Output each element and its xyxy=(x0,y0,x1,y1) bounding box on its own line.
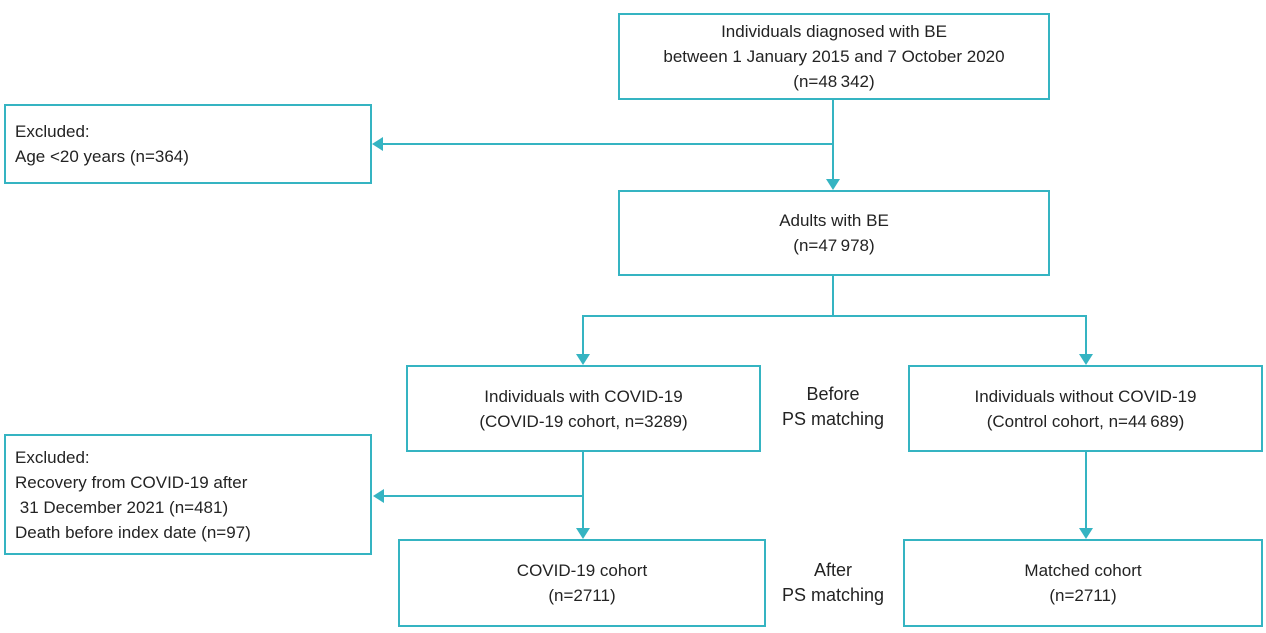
arrow-left-icon xyxy=(373,489,384,503)
box-line: (n=2711) xyxy=(548,586,616,605)
connector-control-to-matched xyxy=(1085,452,1087,528)
box-line: Adults with BE xyxy=(779,211,889,230)
box-line: (COVID-19 cohort, n=3289) xyxy=(479,411,688,431)
box-line: Excluded: xyxy=(15,122,90,141)
box-covid-cohort-after: COVID-19 cohort (n=2711) xyxy=(398,539,766,627)
box-line: (n=47 978) xyxy=(793,236,875,255)
label-before-ps-matching: Before PS matching xyxy=(758,382,908,432)
label-line: PS matching xyxy=(781,585,885,605)
box-line: (n=48 342) xyxy=(793,72,875,91)
label-line: PS matching xyxy=(781,409,885,429)
box-excluded-age: Excluded: Age <20 years (n=364) xyxy=(4,104,372,184)
box-line: 31 December 2021 (n=481) xyxy=(15,497,229,517)
arrow-down-icon xyxy=(826,179,840,190)
box-control-cohort-before: Individuals without COVID-19 (Control co… xyxy=(908,365,1263,452)
label-line: After xyxy=(813,560,852,580)
box-line: Individuals with COVID-19 xyxy=(484,386,683,406)
arrow-down-icon xyxy=(1079,354,1093,365)
box-line: Individuals without COVID-19 xyxy=(974,386,1197,406)
box-line: Matched cohort xyxy=(1024,561,1142,580)
connector-diagnosed-to-adults xyxy=(832,100,834,179)
box-excluded-covid: Excluded: Recovery from COVID-19 after 3… xyxy=(4,434,372,555)
box-line: (Control cohort, n=44 689) xyxy=(986,411,1185,431)
arrow-down-icon xyxy=(576,354,590,365)
box-adults-be: Adults with BE (n=47 978) xyxy=(618,190,1050,276)
box-line: Death before index date (n=97) xyxy=(15,522,251,542)
box-line: COVID-19 cohort xyxy=(516,561,648,580)
box-line: Excluded: xyxy=(15,447,90,467)
connector-branch-to-control xyxy=(1085,315,1087,354)
label-after-ps-matching: After PS matching xyxy=(758,558,908,608)
box-line: Recovery from COVID-19 after xyxy=(15,472,248,492)
box-line: Age <20 years (n=364) xyxy=(15,147,189,166)
connector-to-excluded-covid xyxy=(384,495,583,497)
connector-branch-to-covid xyxy=(582,315,584,354)
connector-covid-to-after xyxy=(582,452,584,528)
connector-adults-to-branch xyxy=(832,276,834,317)
box-matched-cohort: Matched cohort (n=2711) xyxy=(903,539,1263,627)
connector-branch-horizontal xyxy=(582,315,1087,317)
arrow-down-icon xyxy=(1079,528,1093,539)
box-line: (n=2711) xyxy=(1049,586,1117,605)
connector-to-excluded-age xyxy=(383,143,833,145)
box-line: between 1 January 2015 and 7 October 202… xyxy=(663,47,1005,66)
box-line: Individuals diagnosed with BE xyxy=(721,22,947,41)
label-line: Before xyxy=(806,384,860,404)
arrow-down-icon xyxy=(576,528,590,539)
box-covid-cohort-before: Individuals with COVID-19 (COVID-19 coho… xyxy=(406,365,761,452)
arrow-left-icon xyxy=(372,137,383,151)
box-diagnosed-be: Individuals diagnosed with BE between 1 … xyxy=(618,13,1050,100)
